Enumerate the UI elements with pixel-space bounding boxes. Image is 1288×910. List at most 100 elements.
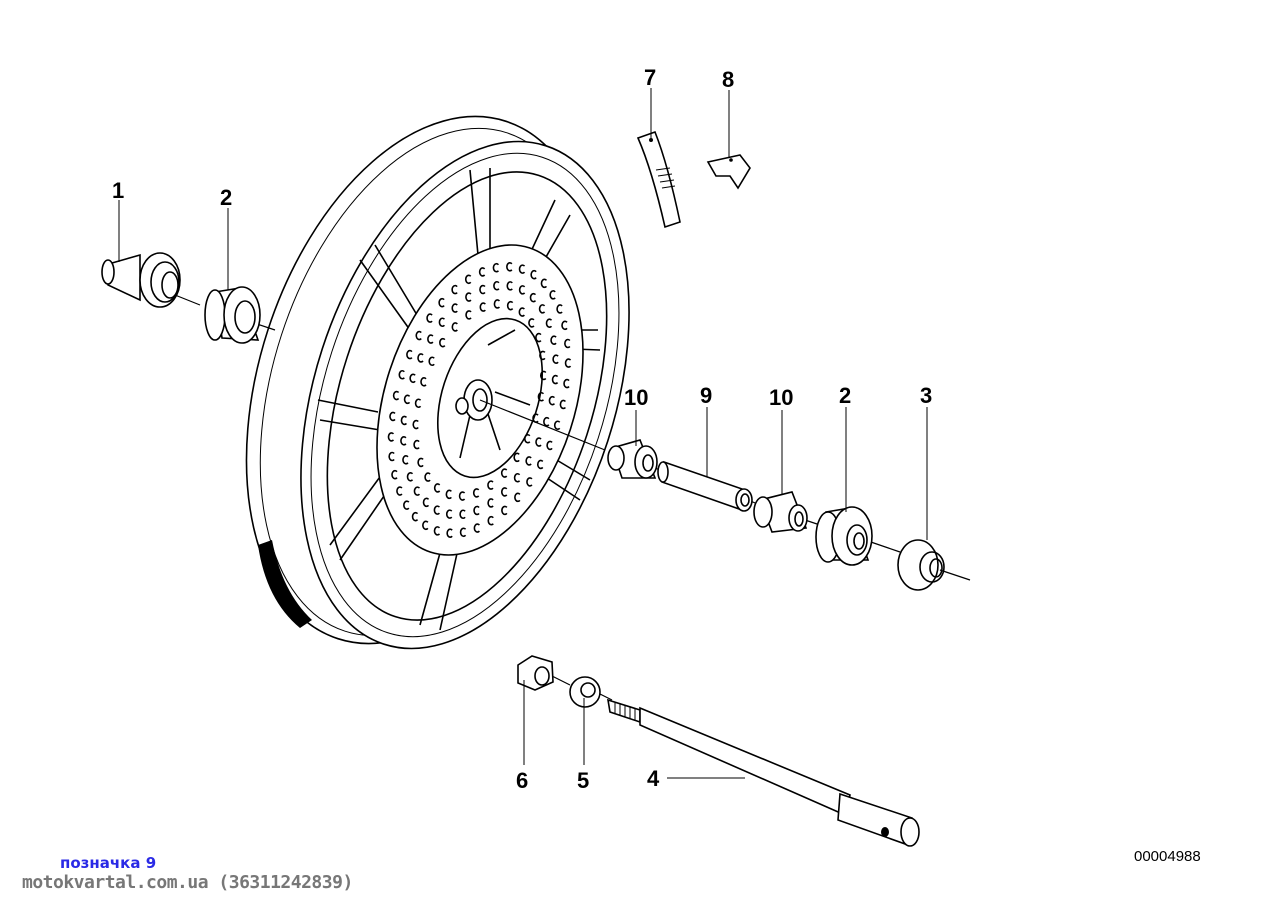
disc-hole [445, 509, 453, 519]
disc-hole [420, 377, 427, 387]
disc-hole [506, 262, 513, 272]
disc-hole [424, 472, 431, 482]
disc-hole [479, 284, 486, 295]
wheel-rim-front-inner [326, 171, 608, 621]
disc-hole [422, 520, 429, 531]
callout-3: 3 [920, 383, 932, 408]
disc-hole [556, 304, 563, 314]
disc-hole [479, 302, 486, 312]
callout-5: 5 [577, 768, 589, 793]
disc-hole [500, 468, 508, 478]
part-8-clip[interactable] [706, 154, 751, 190]
disc-hole [398, 369, 405, 380]
disc-hole [524, 433, 531, 444]
disc-hole [433, 505, 441, 515]
part-2-ball-bearing-left[interactable] [204, 286, 261, 344]
wheel-rim-front-mid [310, 152, 620, 638]
disc-hole [459, 509, 466, 520]
callout-6: 6 [516, 768, 528, 793]
disc-hole [438, 317, 446, 328]
disc-hole [402, 455, 409, 465]
callout-1: 1 [112, 178, 124, 203]
disc-hole [427, 334, 434, 344]
part-2-ball-bearing-right[interactable] [815, 506, 873, 566]
disc-hole [549, 290, 556, 300]
disc-hole [451, 322, 458, 332]
callout-2-right: 2 [839, 383, 851, 408]
part-6-hex-nut[interactable] [517, 655, 554, 691]
disc-hole [445, 489, 452, 500]
disc-hole [396, 486, 403, 496]
disc-hole [458, 491, 466, 501]
disc-hole [400, 415, 408, 426]
disc-hole [417, 457, 424, 468]
part-10-bearing-sleeve-right[interactable] [753, 491, 808, 533]
disc-hole [406, 471, 414, 482]
disc-hole [559, 399, 567, 410]
disc-hole [433, 526, 441, 536]
disc-hole [535, 437, 542, 447]
part-3-spacer-right[interactable] [897, 539, 945, 591]
callout-labels: 1 2 7 8 10 9 10 2 3 6 5 4 [112, 65, 932, 793]
disc-hole [415, 330, 422, 341]
disc-hole [548, 395, 556, 406]
callout-7: 7 [644, 65, 656, 90]
part-1-spacer-bushing[interactable] [101, 252, 181, 308]
part-4-axle[interactable] [606, 698, 920, 847]
part-7-balance-weight[interactable] [636, 130, 681, 229]
disc-hole [513, 452, 520, 463]
disc-hole [506, 281, 513, 291]
disc-hole [514, 492, 521, 503]
disc-hole [530, 269, 537, 280]
disc-hole [438, 297, 445, 308]
disc-hole [451, 303, 458, 313]
disc-hole [535, 332, 542, 343]
part-9-distance-tube[interactable] [657, 460, 753, 512]
disc-hole [433, 483, 441, 493]
callout-10-right: 10 [769, 385, 793, 410]
disc-hole [414, 398, 422, 409]
disc-hole [403, 500, 410, 510]
diagram-id: 00004988 [1134, 848, 1201, 865]
disc-hole [525, 456, 532, 466]
disc-hole [526, 477, 533, 487]
disc-hole [413, 486, 421, 496]
wheel-assembly [245, 115, 630, 650]
disc-hole [478, 267, 486, 277]
disc-hole [387, 432, 395, 442]
disc-hole [551, 374, 559, 385]
disc-hole [506, 300, 514, 311]
part-5-washer[interactable] [569, 676, 601, 708]
disc-hole [409, 373, 416, 384]
disc-hole [537, 391, 545, 402]
disc-hole [561, 320, 568, 331]
disc-hole [529, 292, 537, 303]
disc-hole [473, 505, 480, 516]
rim-shadow [258, 540, 312, 628]
brake-disc-inner [436, 317, 544, 479]
disc-hole [493, 299, 501, 309]
source-text: motokvartal.com.ua (36311242839) [22, 872, 353, 893]
disc-hole [406, 349, 413, 360]
disc-hole [518, 264, 526, 274]
disc-hole [400, 436, 407, 446]
disc-hole [417, 353, 424, 363]
disc-hole [464, 274, 472, 285]
disc-hole [487, 480, 494, 490]
disc-hole [539, 350, 546, 361]
disc-hole [540, 278, 548, 289]
callout-10-left: 10 [624, 385, 648, 410]
callout-leaders [118, 88, 928, 779]
disc-hole [552, 354, 559, 364]
disc-hole [553, 420, 561, 431]
disc-hole [403, 394, 411, 405]
disc-hole [413, 439, 420, 450]
disc-hole [536, 459, 544, 470]
disc-hole [422, 497, 430, 508]
disc-hole [563, 378, 570, 389]
disc-hole [500, 487, 508, 497]
disc-hole [388, 451, 395, 462]
disc-hole [501, 505, 508, 516]
part-10-bearing-sleeve-left[interactable] [607, 439, 658, 479]
